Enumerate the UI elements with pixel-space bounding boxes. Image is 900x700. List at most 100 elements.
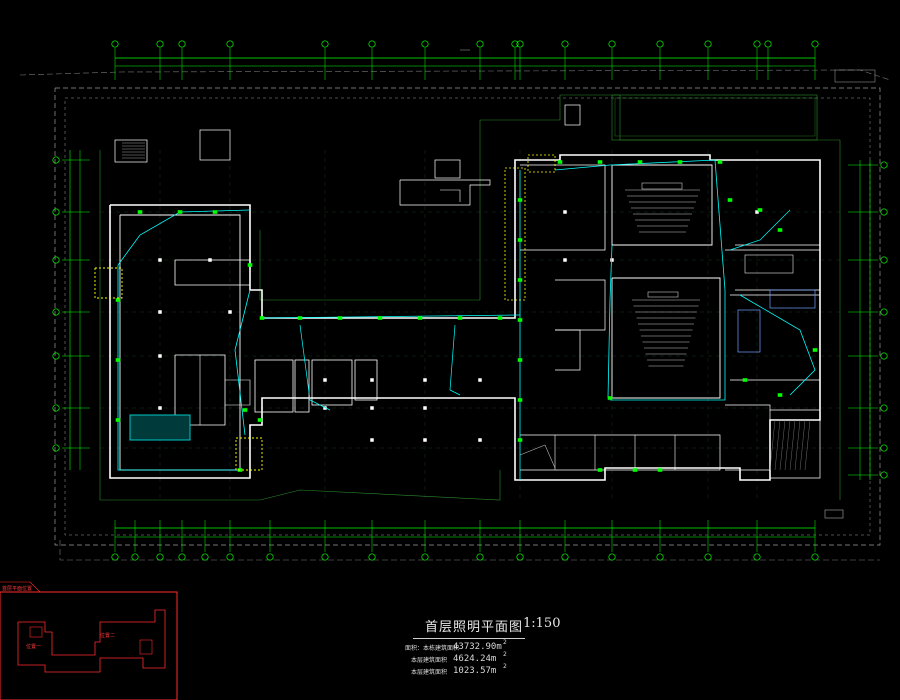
hatch-line <box>769 419 776 471</box>
key-plan-label-2: 位置二 <box>100 633 116 639</box>
column <box>158 310 162 314</box>
grid-bubble-top <box>704 40 712 48</box>
grid-bubble-left <box>52 352 60 360</box>
landscape-line-1 <box>99 150 501 501</box>
grid-bubble-top <box>516 40 524 48</box>
grid-bubble-left <box>52 404 60 412</box>
light-fixture <box>497 316 503 320</box>
se-room <box>725 404 771 471</box>
light-fixture <box>517 358 523 362</box>
column <box>370 378 374 382</box>
light-fixture <box>597 160 603 164</box>
light-fixture <box>259 316 265 320</box>
stair-core-c <box>434 159 461 179</box>
hatch-line <box>779 419 786 471</box>
site-boundary-outer <box>54 87 881 546</box>
light-fixture <box>517 198 523 202</box>
west-room-3 <box>225 379 251 406</box>
ne-room-block <box>725 159 821 251</box>
column <box>478 438 482 442</box>
grid-bubble-left <box>52 256 60 264</box>
key-plan-outline <box>17 609 166 673</box>
east-room-a <box>555 279 606 331</box>
grid-bubble-top <box>156 40 164 48</box>
light-fixture <box>212 210 218 214</box>
wiring-run-ne <box>739 294 816 396</box>
grid-bubble-bottom <box>226 553 234 561</box>
grid-bubble-top <box>511 40 519 48</box>
grid-bubble-bottom <box>608 553 616 561</box>
area-unit: 2 <box>503 651 507 658</box>
grid-bubble-bottom <box>111 553 119 561</box>
hatch-line <box>774 419 781 471</box>
light-fixture <box>115 358 121 362</box>
light-fixture <box>417 316 423 320</box>
wiring-run-core <box>299 324 331 411</box>
light-fixture <box>637 160 643 164</box>
area-row-other: 本层建筑面积 1023.57m 2 <box>405 663 555 678</box>
wiring-run-east <box>554 159 726 401</box>
light-fixture <box>517 318 523 322</box>
core-room-3 <box>311 359 353 406</box>
legend-box-top <box>834 69 876 83</box>
hatch-line <box>789 419 796 471</box>
hatch-line <box>799 419 806 471</box>
east-blue-block <box>737 309 761 353</box>
area-value: 43732.90m <box>453 642 502 652</box>
light-fixture <box>517 398 523 402</box>
grid-bubble-bottom <box>476 553 484 561</box>
grid-bubble-bottom <box>201 553 209 561</box>
grid-bubble-right <box>880 308 888 316</box>
grid-bubble-right <box>880 471 888 479</box>
core-room-4 <box>354 359 378 401</box>
site-edge-top <box>19 69 891 81</box>
column <box>423 406 427 410</box>
landscape-strip-north <box>611 94 818 141</box>
site-boundary-inner <box>64 97 871 536</box>
wiring-run-corridor <box>261 314 521 319</box>
light-fixture <box>115 298 121 302</box>
light-fixture <box>242 408 248 412</box>
grid-bubble-bottom <box>516 553 524 561</box>
title-underline <box>413 638 525 639</box>
title-block: 首层照明平面图 1:150 面积：本栋建筑面积 43732.90m 2 本层建筑… <box>405 610 705 690</box>
column <box>370 406 374 410</box>
light-fixture <box>717 160 723 164</box>
hatch-line <box>784 419 791 471</box>
grid-bubble-bottom <box>156 553 164 561</box>
wiring-run-2 <box>117 265 240 471</box>
light-fixture <box>297 316 303 320</box>
light-fixture <box>632 468 638 472</box>
grid-bubble-right <box>880 256 888 264</box>
grid-bubble-bottom <box>321 553 329 561</box>
grid-bubble-bottom <box>266 553 274 561</box>
light-fixture <box>457 316 463 320</box>
grid-bubble-top <box>764 40 772 48</box>
grid-bubble-right <box>880 352 888 360</box>
se-stair-block <box>770 409 821 479</box>
stage-south <box>647 291 679 298</box>
light-fixture <box>727 198 733 202</box>
auditorium-south <box>611 277 721 399</box>
light-fixture <box>177 210 183 214</box>
wiring-run-3 <box>234 289 251 436</box>
light-fixture <box>557 160 563 164</box>
grid-bubble-right <box>880 208 888 216</box>
area-unit: 2 <box>503 663 507 670</box>
ne-room-block-2 <box>735 244 821 291</box>
light-fixture <box>812 348 818 352</box>
light-fixture <box>257 418 263 422</box>
light-fixture <box>137 210 143 214</box>
light-fixture <box>677 160 683 164</box>
grid-bubble-right <box>880 444 888 452</box>
drawing-scale: 1:150 <box>523 616 561 631</box>
grid-bubble-top <box>811 40 819 48</box>
light-fixture <box>757 208 763 212</box>
grid-bubble-bottom <box>368 553 376 561</box>
light-fixture <box>377 316 383 320</box>
highlight-sw <box>235 437 263 471</box>
grid-bubble-top <box>656 40 664 48</box>
highlight-east-wing <box>504 167 526 301</box>
